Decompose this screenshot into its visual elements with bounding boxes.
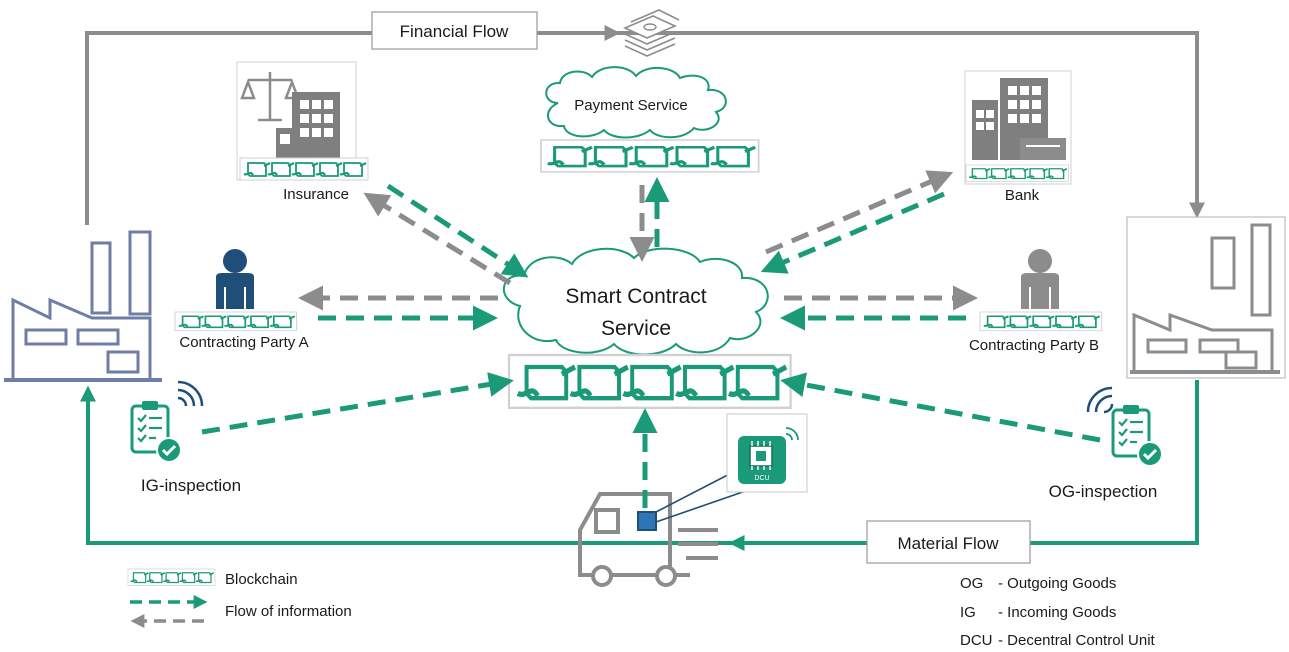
smart-contract-cloud-shape xyxy=(502,247,769,356)
legend-blockchain-label: Blockchain xyxy=(225,571,298,588)
chip-icon: DCU xyxy=(726,413,808,493)
abbr-og: OG xyxy=(960,575,983,592)
insurance-building-icon xyxy=(240,72,340,162)
payment-blockchain-icon xyxy=(541,140,759,172)
insurance-node: Insurance xyxy=(236,61,368,203)
material-flow-label: Material Flow xyxy=(897,534,999,553)
contracting-party-a-node: Contracting Party A xyxy=(175,249,309,351)
insurance-label: Insurance xyxy=(283,186,349,203)
financial-flow-label: Financial Flow xyxy=(400,22,509,41)
flow-ig-to-blockchain xyxy=(201,372,514,435)
insurance-blockchain-icon xyxy=(240,158,368,180)
factory-in-icon xyxy=(4,230,162,382)
abbr-og-desc: - Outgoing Goods xyxy=(998,575,1116,592)
ig-signal-icon xyxy=(177,380,204,407)
contracting-party-b-node: Contracting Party B xyxy=(969,249,1102,354)
party-b-blockchain-icon xyxy=(980,312,1102,331)
material-flow-label-box: Material Flow xyxy=(866,520,1031,564)
dcu-chip-label: DCU xyxy=(754,475,769,482)
og-signal-icon xyxy=(1086,386,1114,414)
flow-sc-to-bank xyxy=(765,170,954,255)
og-inspection-label: OG-inspection xyxy=(1049,482,1158,501)
smart-contract-node: Smart Contract Service xyxy=(502,247,791,408)
financial-flow-label-box: Financial Flow xyxy=(371,11,538,50)
information-flows xyxy=(201,170,1101,508)
truck-icon xyxy=(578,492,718,587)
party-b-label: Contracting Party B xyxy=(969,337,1099,354)
flow-insurance-to-sc xyxy=(386,183,529,278)
dcu-device xyxy=(637,511,657,531)
flow-sc-to-insurance xyxy=(363,192,512,286)
legend-flow-label: Flow of information xyxy=(225,603,352,620)
flow-og-to-blockchain xyxy=(780,372,1101,443)
payment-service-node: Payment Service xyxy=(541,66,759,172)
money-stack-icon xyxy=(623,9,680,57)
party-a-blockchain-icon xyxy=(175,312,297,331)
factory-out-icon xyxy=(1126,216,1286,379)
payment-cloud-shape xyxy=(545,66,727,139)
flow-bank-to-sc xyxy=(760,191,945,274)
abbr-dcu-desc: - Decentral Control Unit xyxy=(998,632,1156,649)
bank-building-icon xyxy=(972,78,1066,160)
abbreviation-list: OG - Outgoing Goods IG - Incoming Goods … xyxy=(960,575,1156,649)
ig-inspection-node: IG-inspection xyxy=(130,380,241,495)
payment-service-label: Payment Service xyxy=(574,97,687,114)
party-a-person-icon xyxy=(216,249,254,309)
og-clipboard-check-icon xyxy=(1111,403,1164,468)
ig-inspection-label: IG-inspection xyxy=(141,476,241,495)
legend: Blockchain Flow of information xyxy=(128,569,352,628)
main-blockchain-icon xyxy=(509,355,791,408)
smart-contract-label-line2: Service xyxy=(601,317,671,340)
bank-blockchain-icon xyxy=(966,165,1068,182)
abbr-ig-desc: - Incoming Goods xyxy=(998,604,1116,621)
material-flow-line xyxy=(80,380,1199,545)
bank-label: Bank xyxy=(1005,187,1040,204)
bank-node: Bank xyxy=(964,70,1072,204)
party-a-label: Contracting Party A xyxy=(179,334,308,351)
smart-contract-label-line1: Smart Contract xyxy=(565,285,706,308)
abbr-dcu: DCU xyxy=(960,632,993,649)
og-inspection-node: OG-inspection xyxy=(1049,386,1164,501)
abbr-ig: IG xyxy=(960,604,976,621)
party-b-person-icon xyxy=(1021,249,1059,309)
legend-blockchain-icon xyxy=(128,569,215,586)
ig-clipboard-check-icon xyxy=(130,399,183,464)
